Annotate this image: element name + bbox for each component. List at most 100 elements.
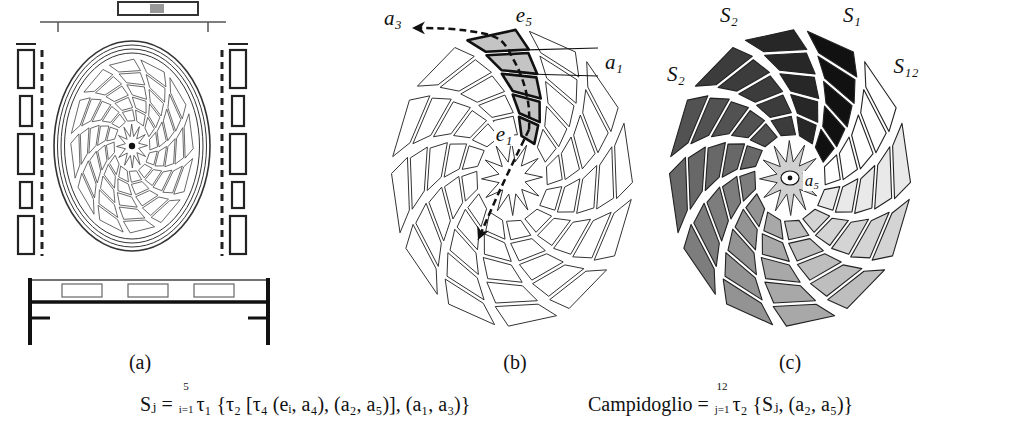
pattern-cell: [83, 161, 96, 198]
pattern-cell: [71, 134, 80, 178]
building-outline: [30, 280, 268, 302]
pattern-cell: [115, 97, 133, 110]
pattern-cell: [155, 146, 166, 165]
plan-line: [40, 21, 226, 23]
dimension-line: [528, 48, 598, 50]
pattern-cell: [98, 145, 107, 170]
plan-line: [266, 278, 270, 345]
pattern-cell: [483, 257, 522, 282]
pattern-cell: [445, 279, 494, 325]
pattern-cell: [745, 30, 806, 52]
plan-line: [28, 300, 270, 304]
pattern-cell: [484, 234, 511, 262]
formula-text: τ₂ {Sⱼ, (a₂, a₅)}: [733, 393, 854, 416]
center-star: [117, 124, 148, 168]
element-label: e₅: [516, 3, 533, 27]
pattern-cell: [594, 199, 631, 260]
pattern-cell: [392, 157, 410, 232]
pattern-cell: [723, 279, 772, 325]
pattern-cell: [106, 142, 114, 160]
formula-text: τ₁ {τ₂ [τ₄ (eᵢ, a₄), (a₂, a₅)], (a₁, a₃)…: [196, 393, 470, 416]
dimension-label: a₁: [603, 50, 625, 74]
plan-line: [16, 43, 36, 45]
center-star: [760, 141, 821, 216]
pattern-cell: [149, 89, 163, 116]
formula-limit: 12: [717, 380, 728, 393]
pattern-cell: [132, 97, 146, 113]
center-dot: [788, 176, 793, 181]
pattern-cell: [705, 143, 725, 191]
pattern-cell: [142, 197, 168, 215]
pattern-b: [392, 30, 633, 326]
plan-line: [30, 317, 50, 320]
pattern-cell: [184, 114, 193, 158]
building-bay: [20, 182, 32, 208]
pattern-cell: [80, 128, 89, 164]
pattern-cell: [765, 53, 816, 74]
pattern-cell: [722, 144, 744, 177]
pattern-cell: [112, 114, 126, 128]
building-bay: [230, 134, 246, 174]
pattern-cell: [119, 73, 145, 85]
direction-label: a₃: [384, 6, 402, 30]
colonnade: [221, 50, 224, 256]
pattern-cell: [773, 304, 834, 326]
pattern-cell: [89, 125, 99, 153]
pattern-cell: [671, 96, 708, 157]
pattern-cell: [170, 78, 186, 119]
formula-limit: i=1: [179, 403, 194, 416]
pattern-cell: [761, 257, 800, 282]
direction-arrow: [478, 130, 529, 240]
direction-arrow: [412, 28, 529, 130]
pattern-cell: [129, 171, 141, 182]
pattern-cell: [791, 95, 818, 123]
center-star: [482, 141, 543, 216]
center-dot: [129, 143, 135, 149]
building-bay: [20, 96, 32, 126]
pattern-cell: [123, 220, 154, 233]
pattern-cell: [507, 220, 531, 239]
building-bay: [18, 50, 34, 88]
pattern-cell: [740, 171, 756, 201]
pattern-cell: [893, 123, 911, 198]
pattern-cell: [828, 270, 885, 309]
pattern-cell: [487, 282, 538, 303]
pattern-cell: [797, 117, 816, 144]
building-bay: [230, 216, 246, 254]
plan-line: [57, 22, 59, 32]
pattern-cell: [95, 77, 121, 95]
panel-caption: (b): [503, 351, 526, 374]
pattern-cell: [71, 98, 90, 134]
pattern-cell: [163, 109, 174, 141]
pattern-cell: [157, 122, 166, 147]
formula-text: Sⱼ =: [140, 393, 173, 416]
pattern-cell: [835, 179, 857, 212]
pattern-cell: [615, 123, 633, 198]
pattern-cell: [410, 147, 427, 209]
building-bay: [128, 284, 168, 297]
pattern-cell: [487, 53, 538, 74]
pattern-cell: [151, 200, 180, 223]
pattern-cell: [824, 155, 840, 185]
pattern-cell: [109, 59, 140, 72]
pattern-cell: [84, 69, 113, 92]
pattern-cell: [695, 48, 752, 87]
plan-line: [28, 278, 32, 345]
panel-caption: (a): [129, 351, 151, 374]
pattern-cell: [139, 164, 153, 178]
pattern-cell: [462, 171, 478, 201]
pattern-cell: [513, 95, 540, 123]
oval-ring: [65, 53, 200, 239]
pattern-cell: [444, 144, 466, 177]
pattern-cell: [98, 126, 109, 145]
pattern-c: [670, 30, 911, 326]
pattern-cell: [807, 31, 856, 77]
pattern-cell: [855, 165, 875, 213]
pattern-cell: [122, 110, 134, 121]
building-bay: [62, 284, 102, 297]
building-bay: [18, 216, 34, 254]
pattern-cell: [127, 85, 147, 100]
plan-pattern: [71, 59, 193, 233]
pattern-cell: [670, 157, 688, 232]
